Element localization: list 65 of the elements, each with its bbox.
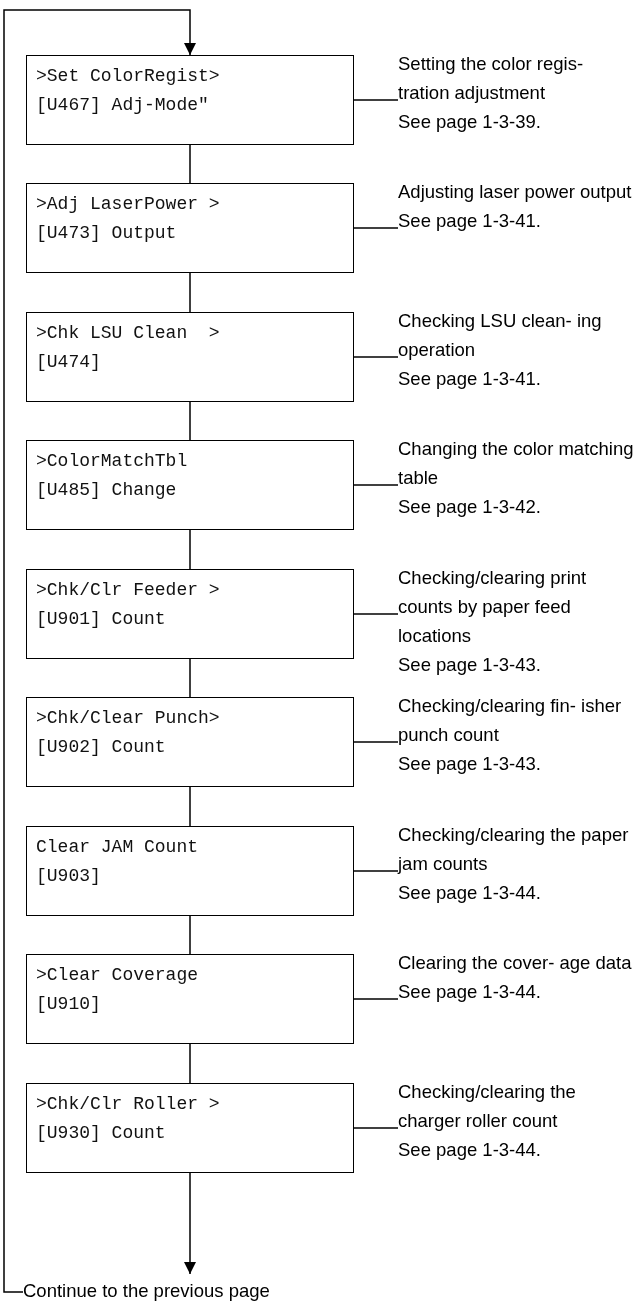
page-reference: See page 1-3-44. — [398, 1138, 542, 1162]
page-reference: See page 1-3-44. — [398, 881, 542, 905]
continue-note: Continue to the previous page — [23, 1280, 343, 1304]
leader-line — [353, 998, 399, 1000]
display-box — [26, 55, 354, 145]
display-text: >Adj LaserPower > — [36, 193, 220, 216]
display-text: >ColorMatchTbl — [36, 450, 188, 473]
display-text: [U485] Change — [36, 479, 177, 502]
display-text: >Chk/Clear Punch> — [36, 707, 220, 730]
display-box — [26, 569, 354, 659]
display-text: >Chk/Clr Feeder > — [36, 579, 220, 602]
connector-line — [189, 144, 191, 184]
description-text: Checking LSU clean- ing operation — [398, 309, 603, 362]
display-text: >Chk LSU Clean > — [36, 322, 220, 345]
connector-line — [189, 658, 191, 698]
page-reference: See page 1-3-43. — [398, 653, 542, 677]
display-box — [26, 697, 354, 787]
description-text: Checking/clearing the paper jam counts — [398, 823, 630, 876]
description-text: Checking/clearing print counts by paper feed locations — [398, 566, 588, 648]
connector-line — [189, 529, 191, 570]
leader-line — [353, 613, 399, 615]
connector-line — [189, 401, 191, 441]
display-text: >Chk/Clr Roller > — [36, 1093, 220, 1116]
description-text: Adjusting laser power output — [398, 180, 633, 204]
leader-line — [353, 484, 399, 486]
display-text: [U467] Adj-Mode" — [36, 94, 209, 117]
display-text: [U473] Output — [36, 222, 177, 245]
connector-line — [189, 272, 191, 313]
leader-line — [353, 227, 399, 229]
loop-arrow — [3, 9, 196, 1293]
display-text: >Set ColorRegist> — [36, 65, 220, 88]
connector-line — [189, 915, 191, 955]
connector-line — [189, 786, 191, 827]
display-text: >Clear Coverage — [36, 964, 199, 987]
display-box — [26, 312, 354, 402]
leader-line — [353, 99, 399, 101]
display-box — [26, 826, 354, 916]
display-box — [26, 954, 354, 1044]
page-reference: See page 1-3-42. — [398, 495, 542, 519]
display-text: [U901] Count — [36, 608, 166, 631]
display-text: [U910] — [36, 993, 101, 1016]
description-text: Checking/clearing fin- isher punch count — [398, 694, 623, 747]
page-reference: See page 1-3-44. — [398, 980, 542, 1004]
display-box — [26, 440, 354, 530]
description-text: Changing the color matching table — [398, 437, 635, 490]
display-text: Clear JAM Count — [36, 836, 199, 859]
description-text: Checking/clearing the charger roller count — [398, 1080, 577, 1133]
display-box — [26, 1083, 354, 1173]
display-text: [U930] Count — [36, 1122, 166, 1145]
leader-line — [353, 870, 399, 872]
description-text: Clearing the cover- age data — [398, 951, 633, 975]
connector-line — [189, 1043, 191, 1084]
leader-line — [353, 1127, 399, 1129]
display-box — [26, 183, 354, 273]
page-reference: See page 1-3-43. — [398, 752, 542, 776]
display-text: [U903] — [36, 865, 101, 888]
description-text: Setting the color regis- tration adjustment — [398, 52, 585, 105]
page-reference: See page 1-3-41. — [398, 367, 542, 391]
leader-line — [353, 356, 399, 358]
display-text: [U474] — [36, 351, 101, 374]
page-reference: See page 1-3-41. — [398, 209, 542, 233]
page-reference: See page 1-3-39. — [398, 110, 542, 134]
arrow — [184, 1172, 196, 1275]
leader-line — [353, 741, 399, 743]
display-text: [U902] Count — [36, 736, 166, 759]
